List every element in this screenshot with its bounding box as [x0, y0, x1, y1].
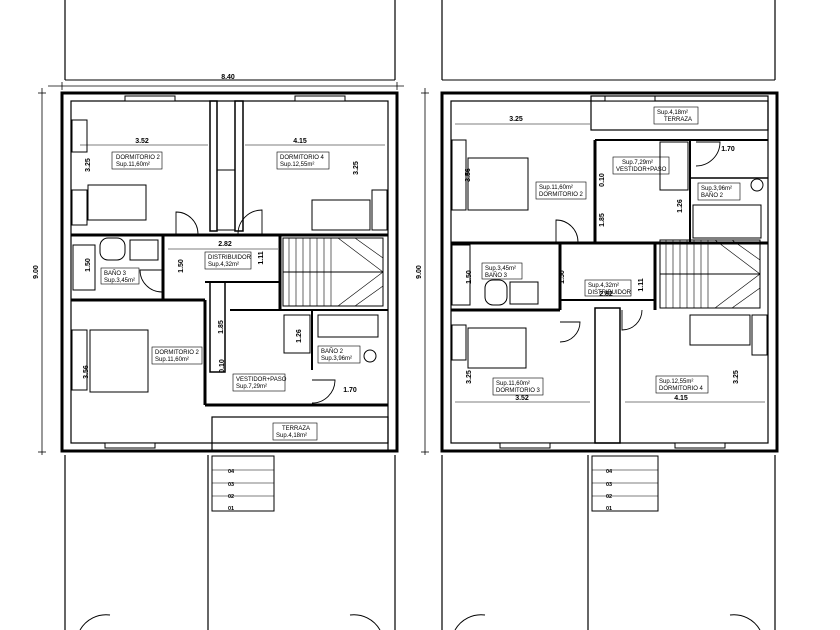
svg-text:Sup.4,32m²: Sup.4,32m² [588, 283, 619, 289]
left-plan: 8.40 9.00 [33, 0, 404, 630]
left-room-distribuidor: DISTRIBUIDOR Sup.4,32m² [204, 251, 252, 270]
svg-text:DORMITORIO 2: DORMITORIO 2 [539, 192, 584, 198]
left-overall-height-dim: 9.00 [33, 88, 46, 455]
left-room-dorm2-bottom: DORMITORIO 2 Sup.11,60m² [151, 346, 203, 365]
dim-111: 1.11 [638, 278, 645, 291]
svg-text:BAÑO 3: BAÑO 3 [485, 272, 508, 279]
right-plan: 9.00 [416, 0, 779, 630]
right-overall-height-dim: 9.00 [416, 88, 429, 455]
left-room-bano2: BAÑO 2 Sup.3,96m² [317, 345, 361, 364]
dim-352: 3.52 [515, 395, 529, 402]
svg-text:Sup.11,60m²: Sup.11,60m² [496, 381, 530, 387]
left-room-dorm4: DORMITORIO 4 Sup.12,55m² [276, 151, 330, 170]
right-room-dorm4: Sup.12,55m² DORMITORIO 4 [655, 375, 709, 394]
svg-text:Sup.4,32m²: Sup.4,32m² [208, 262, 239, 268]
dim-010: 0.10 [219, 359, 226, 373]
left-room-dorm2-top: DORMITORIO 2 Sup.11,60m² [111, 151, 163, 170]
svg-text:TERRAZA: TERRAZA [664, 117, 692, 123]
svg-text:DISTRIBUIDOR: DISTRIBUIDOR [208, 255, 252, 261]
dim-325a: 3.25 [85, 158, 92, 172]
dim-356: 3.56 [465, 168, 472, 182]
svg-text:TERRAZA: TERRAZA [282, 426, 310, 432]
right-step-03: 03 [606, 482, 612, 488]
dim-282: 2.82 [599, 291, 613, 298]
svg-text:Sup.12,55m²: Sup.12,55m² [659, 379, 693, 385]
left-step-01: 01 [228, 506, 234, 512]
right-room-dorm3: Sup.11,60m² DORMITORIO 3 [492, 377, 544, 396]
svg-text:Sup.4,18m²: Sup.4,18m² [276, 433, 307, 439]
dim-356: 3.56 [83, 365, 90, 379]
svg-text:Sup.4,18m²: Sup.4,18m² [657, 110, 688, 116]
svg-text:DORMITORIO 2: DORMITORIO 2 [116, 155, 161, 161]
right-room-bano2: Sup.3,96m² BAÑO 2 [697, 182, 741, 201]
svg-text:VESTIDOR+PASO: VESTIDOR+PASO [616, 167, 667, 173]
dim-325-top: 3.25 [509, 116, 523, 123]
dim-150b: 1.50 [178, 259, 185, 273]
left-step-04: 04 [228, 469, 235, 475]
left-step-02: 02 [228, 494, 234, 500]
svg-text:DORMITORIO 3: DORMITORIO 3 [496, 388, 541, 394]
svg-text:DORMITORIO 4: DORMITORIO 4 [280, 155, 325, 161]
left-overall-width-dim: 8.40 [48, 74, 404, 90]
svg-text:Sup.11,60m²: Sup.11,60m² [155, 357, 189, 363]
dim-170: 1.70 [721, 146, 735, 153]
dim-325-left: 3.25 [466, 370, 473, 384]
dim-352: 3.52 [135, 138, 149, 145]
dim-111: 1.11 [258, 251, 265, 264]
left-room-bano3: BAÑO 3 Sup.3,45m² [100, 267, 140, 285]
right-stair-block [659, 239, 761, 309]
svg-text:Sup.3,96m²: Sup.3,96m² [701, 186, 732, 192]
svg-text:Sup.7,29m²: Sup.7,29m² [236, 384, 267, 390]
dim-185: 1.85 [218, 320, 225, 334]
dim-height: 9.00 [33, 265, 40, 279]
svg-text:Sup.11,60m²: Sup.11,60m² [539, 185, 573, 191]
left-step-03: 03 [228, 482, 234, 488]
left-room-terraza: TERRAZA Sup.4,18m² [272, 422, 318, 441]
right-room-bano3: Sup.3,45m² BAÑO 3 [481, 262, 523, 280]
right-room-dorm2: Sup.11,60m² DORMITORIO 2 [535, 181, 587, 200]
left-stair-block [282, 237, 384, 307]
left-room-vestidor: VESTIDOR+PASO Sup.7,29m² [232, 373, 287, 392]
dim-150a: 1.50 [466, 270, 473, 284]
svg-text:VESTIDOR+PASO: VESTIDOR+PASO [236, 377, 287, 383]
svg-text:Sup.12,55m²: Sup.12,55m² [280, 162, 314, 168]
svg-text:DISTRIBUIDOR: DISTRIBUIDOR [588, 290, 632, 296]
right-room-distribuidor: Sup.4,32m² DISTRIBUIDOR [584, 279, 632, 297]
dim-282: 2.82 [218, 241, 232, 248]
dim-126: 1.26 [296, 329, 303, 343]
dim-height: 9.00 [416, 265, 423, 279]
dim-150b: 1.50 [559, 270, 566, 284]
svg-text:BAÑO 3: BAÑO 3 [104, 270, 127, 277]
svg-text:Sup.3,45m²: Sup.3,45m² [104, 278, 135, 284]
dim-126: 1.26 [677, 199, 684, 213]
dim-170: 1.70 [343, 387, 357, 394]
dim-325b: 3.25 [353, 161, 360, 175]
svg-text:DORMITORIO 2: DORMITORIO 2 [155, 350, 200, 356]
dim-415: 4.15 [293, 138, 307, 145]
right-step-01: 01 [606, 506, 612, 512]
dim-150a: 1.50 [85, 258, 92, 272]
dim-width: 8.40 [221, 74, 235, 81]
svg-text:BAÑO 2: BAÑO 2 [701, 192, 724, 199]
right-step-02: 02 [606, 494, 612, 500]
svg-text:Sup.11,60m²: Sup.11,60m² [116, 162, 150, 168]
svg-text:Sup.3,96m²: Sup.3,96m² [321, 356, 352, 362]
right-room-terraza: Sup.4,18m² TERRAZA [653, 106, 699, 125]
svg-text:Sup.7,29m²: Sup.7,29m² [622, 160, 653, 166]
dim-185: 1.85 [599, 213, 606, 227]
svg-text:BAÑO 2: BAÑO 2 [321, 348, 344, 355]
dim-010: 0.10 [599, 173, 606, 187]
dim-325-right: 3.25 [733, 370, 740, 384]
right-step-04: 04 [606, 469, 613, 475]
right-room-vestidor: Sup.7,29m² VESTIDOR+PASO [612, 156, 670, 175]
svg-text:Sup.3,45m²: Sup.3,45m² [485, 266, 516, 272]
dim-415: 4.15 [674, 395, 688, 402]
svg-text:DORMITORIO 4: DORMITORIO 4 [659, 386, 704, 392]
